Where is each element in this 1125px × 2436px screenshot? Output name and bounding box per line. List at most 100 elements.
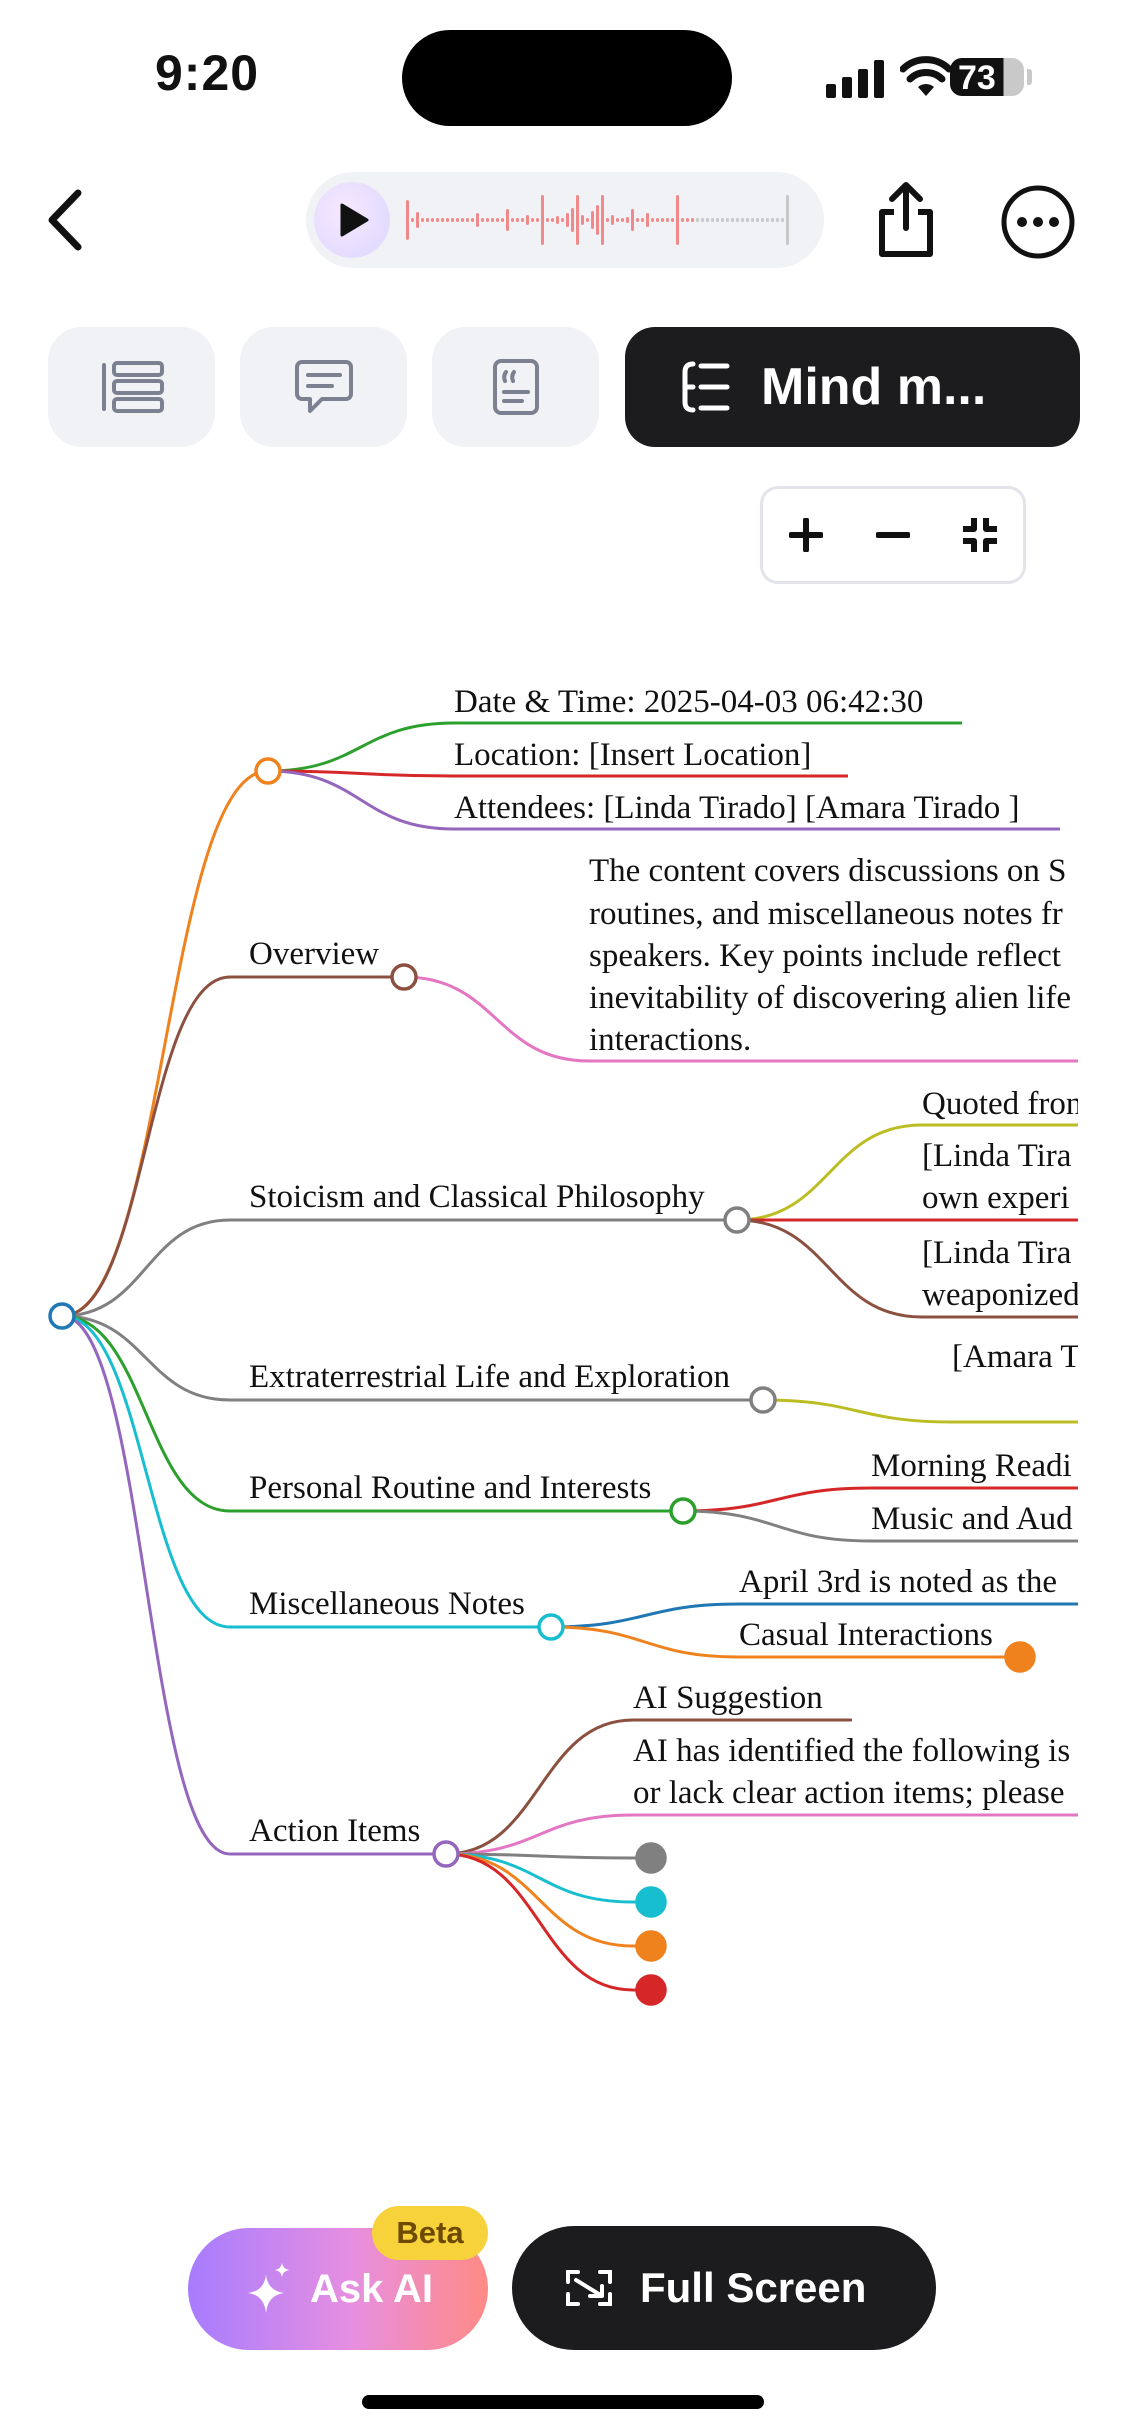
info-attendees: Attendees: [Linda Tirado] [Amara Tirado … [454,790,1020,826]
waveform-bar [616,218,619,222]
mind-map-connectors [48,721,1078,2006]
tab-summary[interactable] [432,327,599,447]
waveform-bar [606,218,609,222]
waveform-bar [656,218,659,222]
waveform-bar [611,215,614,225]
mind-map-canvas[interactable]: Date & Time: 2025-04-03 06:42:30 Locatio… [0,640,1078,2020]
more-options-icon[interactable] [1000,184,1076,260]
waveform-bar [436,218,439,222]
waveform-bar [556,216,559,224]
waveform-bar [551,218,554,222]
waveform-bar [776,218,779,222]
stoicism-child-1: Quoted fron [922,1086,1078,1122]
waveform-bar [601,195,604,245]
zoom-out-button[interactable] [850,489,936,581]
back-chevron-icon[interactable] [38,185,98,255]
cellular-signal-icon [826,60,884,98]
edge-root-overview [61,975,231,1318]
battery-indicator: 73 [950,58,1024,97]
plus-icon [789,518,823,552]
edge-actions-6 [445,1852,634,1992]
waveform-bar [621,218,624,222]
edge-root-actions [61,1314,231,1856]
edge-stoicism-3 [736,1218,923,1319]
overview-line-3: speakers. Key points include reflect [589,938,1061,974]
edge-stoicism-1 [736,1123,923,1222]
leaf-action-gray-dot [635,1842,667,1874]
edge-overview-text [403,975,590,1063]
audio-waveform[interactable] [402,190,802,250]
waveform-bar [461,218,464,222]
wifi-icon [900,56,952,96]
waveform-bar [761,218,764,222]
battery-tip [1027,69,1032,85]
full-screen-button[interactable]: Full Screen [512,2226,936,2350]
node-routine-dot [669,1497,697,1525]
edge-routine-2 [682,1509,872,1543]
stoicism-child-3a: [Linda Tira [922,1235,1072,1271]
edge-actions-5 [445,1852,634,1948]
waveform-bar [721,218,724,222]
waveform-bar [751,218,754,222]
waveform-bar [406,200,409,240]
edge-root-routine [61,1314,231,1513]
node-extraterrestrial-dot [749,1386,777,1414]
expand-icon [566,2270,612,2306]
node-stoicism-dot [723,1206,751,1234]
mind-map-icon [682,361,730,413]
node-personal-routine[interactable]: Personal Routine and Interests [249,1470,652,1506]
overview-line-4: inevitability of discovering alien life [589,980,1072,1016]
stoicism-child-2a: [Linda Tira [922,1138,1072,1174]
waveform-bar [491,218,494,222]
node-misc-notes[interactable]: Miscellaneous Notes [249,1586,525,1622]
tab-transcript[interactable] [240,327,407,447]
fit-view-button[interactable] [937,489,1023,581]
node-overview[interactable]: Overview [249,936,380,972]
edge-root-info [61,769,269,1318]
waveform-bar [666,218,669,222]
node-stoicism[interactable]: Stoicism and Classical Philosophy [249,1179,705,1215]
waveform-bar [536,218,539,222]
waveform-bar [781,218,784,222]
waveform-bar [411,218,414,222]
waveform-bar [516,218,519,222]
edge-misc-1 [550,1602,740,1629]
beta-badge: Beta [372,2206,488,2260]
audio-player[interactable] [306,172,824,268]
misc-child-2: Casual Interactions [739,1617,993,1653]
collapse-icon [963,518,997,552]
waveform-bar [566,213,569,227]
leaf-action-cyan-dot [635,1886,667,1918]
waveform-bar [786,195,789,245]
waveform-bar [476,213,479,227]
chat-bubble-icon [294,360,353,413]
overview-line-1: The content covers discussions on S [589,853,1067,889]
waveform-bar [471,218,474,222]
waveform-bar [501,218,504,222]
edge-info-date [267,721,455,773]
ask-ai-label: Ask AI [310,2266,434,2311]
zoom-in-button[interactable] [763,489,849,581]
node-extraterrestrial[interactable]: Extraterrestrial Life and Exploration [249,1359,731,1395]
tab-mind-map[interactable]: Mind m... [625,327,1080,447]
actions-child-ai-line-1: AI has identified the following is [633,1733,1071,1769]
play-button[interactable] [314,182,390,258]
node-misc-dot [537,1613,565,1641]
leaf-action-red-dot [635,1974,667,2006]
sparkle-icon [248,2263,289,2313]
waveform-bar [691,218,694,222]
waveform-bar [696,218,699,222]
waveform-bar [511,218,514,222]
edge-actions-2 [445,1813,634,1856]
waveform-bar [546,218,549,222]
waveform-bar [571,208,574,232]
waveform-bar [456,218,459,222]
routine-child-1: Morning Readi [871,1448,1072,1484]
node-action-items[interactable]: Action Items [249,1813,421,1849]
waveform-bar [736,218,739,222]
waveform-bar [426,218,429,222]
waveform-bar [596,205,599,235]
share-icon[interactable] [872,180,940,260]
waveform-bar [561,218,564,222]
tab-outline[interactable] [48,327,215,447]
